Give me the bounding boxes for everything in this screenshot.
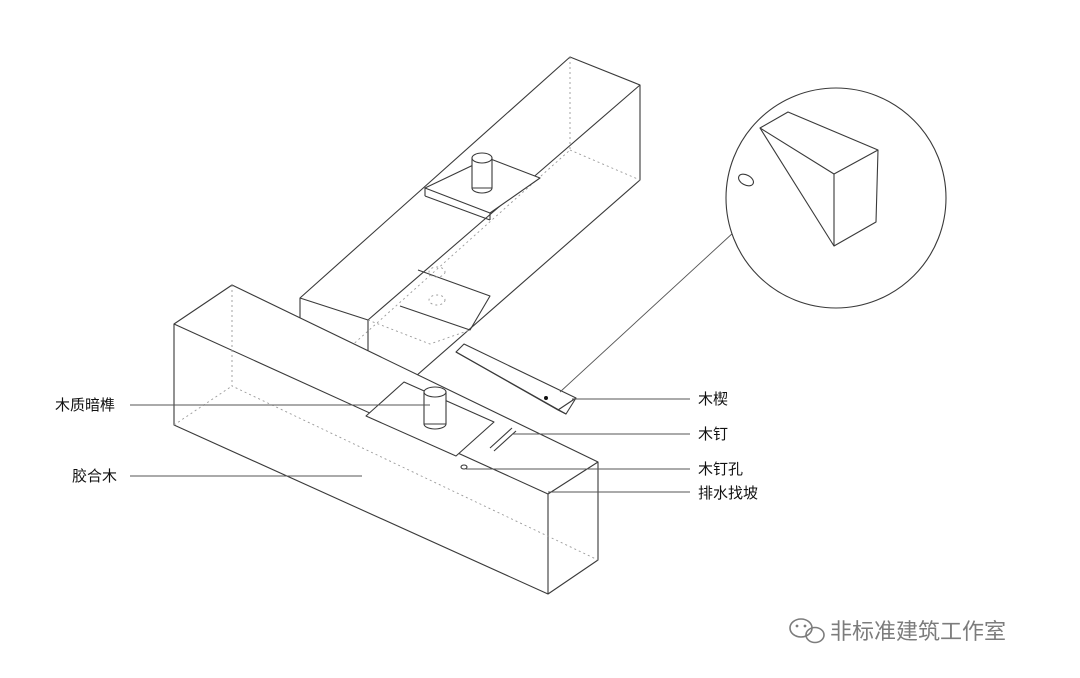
detail-magnifier [559,87,947,393]
watermark: 非标准建筑工作室 [789,618,1006,645]
upper-dowel [428,152,493,306]
label-drainage-slope: 排水找坡 [698,484,758,502]
lower-dowel [423,386,447,430]
label-nail-hole: 木钉孔 [698,460,743,478]
nail-hole [460,464,468,470]
leader-lines [130,398,690,493]
label-glulam: 胶合木 [72,467,117,485]
label-wood-wedge: 木楔 [698,390,728,408]
label-wood-nail: 木钉 [698,425,728,443]
label-wood-tenon: 木质暗榫 [55,396,115,414]
wechat-icon [789,618,825,644]
watermark-text: 非标准建筑工作室 [830,620,1006,645]
wooden-wedge [455,343,577,415]
